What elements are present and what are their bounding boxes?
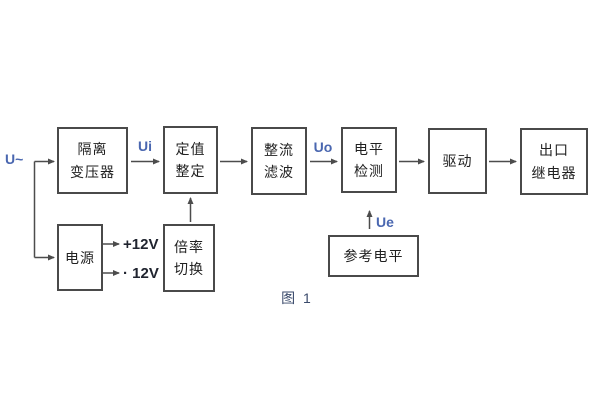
block-label: 电平 [354,141,384,157]
block-label: 隔离 [77,141,108,158]
block-label: 变压器 [70,163,115,180]
block-label: 电源 [65,249,95,266]
positive-rail-label: +12V [123,236,159,253]
block-label: 整定 [175,163,206,180]
block-rectifier-filter: 整流 滤波 [251,127,307,195]
uo-signal-label: Uo [313,139,333,155]
input-voltage-label: U~ [5,151,24,167]
block-output-relay: 出口 继电器 [520,128,588,195]
block-driver: 驱动 [428,128,487,194]
block-label: 参考电平 [343,248,404,264]
block-label: 整流 [264,141,294,158]
block-label: 切换 [174,261,204,278]
block-label: 继电器 [531,164,577,181]
block-label: 检测 [354,163,384,179]
ue-signal-label: Ue [376,214,394,230]
block-ratio-switching: 倍率 切换 [163,224,215,292]
block-label: 出口 [539,142,569,159]
block-label: 滤波 [264,164,294,181]
block-setpoint-setting: 定值 整定 [163,126,218,194]
block-power-supply: 电源 [57,224,103,291]
block-label: 定值 [175,140,206,157]
block-reference-level: 参考电平 [328,235,419,277]
ui-signal-label: Ui [138,138,152,154]
figure-caption: 图 1 [281,290,313,306]
block-isolation-transformer: 隔离 变压器 [57,127,128,194]
negative-rail-label: · 12V [123,265,159,282]
block-label: 倍率 [174,238,204,255]
block-label: 驱动 [442,153,473,169]
block-level-detection: 电平 检测 [341,127,397,193]
